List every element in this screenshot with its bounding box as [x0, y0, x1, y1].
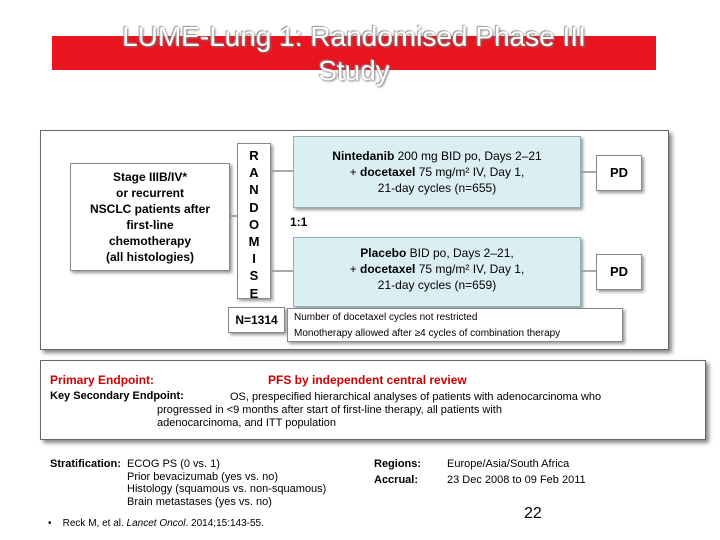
pd-box-arm1: PD [596, 155, 642, 191]
randomise-letter: S [249, 268, 259, 284]
reference-journal: Lancet Oncol [126, 518, 186, 529]
randomise-letter: I [252, 251, 256, 267]
population-line: (all histologies) [105, 250, 194, 264]
stratification-item: Prior bevacizumab (yes vs. no) [127, 470, 278, 483]
randomise-letter: A [249, 165, 259, 181]
population-line: or recurrent [115, 186, 185, 200]
total-n-box: N=1314 [228, 307, 285, 333]
stratification-label: Stratification: [50, 458, 121, 470]
arm2-line1: Placebo BID po, Days 2–21, [360, 246, 514, 260]
bullet-icon: • [48, 518, 52, 529]
slide-title-line1: LUME-Lung 1: Randomised Phase III [122, 21, 586, 52]
secondary-endpoint-label: Key Secondary Endpoint: [50, 390, 184, 402]
arm1-line1: Nintedanib 200 mg BID po, Days 2–21 [332, 149, 542, 163]
note-line1: Number of docetaxel cycles not restricte… [294, 312, 478, 323]
stratification-item: Histology (squamous vs. non-squamous) [127, 483, 327, 495]
regions-label: Regions: [374, 458, 422, 470]
population-line: NSCLC patients after [89, 202, 211, 216]
secondary-endpoint-line3: adenocarcinoma, and ITT population [157, 417, 336, 429]
slide-title: LUME-Lung 1: Randomised Phase III Study [52, 20, 656, 88]
docetaxel-note-box: Number of docetaxel cycles not restricte… [287, 308, 623, 342]
arm1-drug: Nintedanib [332, 149, 395, 163]
arm2-line2: + docetaxel 75 mg/m² IV, Day 1, [349, 262, 525, 276]
population-line: Stage IIIB/IV* [112, 170, 188, 184]
randomise-letter: M [248, 234, 260, 250]
accrual-value: 23 Dec 2008 to 09 Feb 2011 [447, 474, 586, 486]
primary-endpoint-label: Primary Endpoint: [50, 373, 155, 387]
population-line: first-line [126, 218, 174, 232]
arm1-line2: + docetaxel 75 mg/m² IV, Day 1, [349, 165, 525, 179]
reference-citation: • Reck M, et al. Lancet Oncol. 2014;15:1… [48, 518, 264, 529]
endpoints-box [40, 360, 706, 440]
arm2-line3: 21-day cycles (n=659) [377, 278, 497, 292]
pd-box-arm2: PD [596, 254, 642, 290]
randomisation-ratio: 1:1 [290, 215, 308, 229]
note-line2: Monotherapy allowed after ≥4 cycles of c… [294, 328, 561, 339]
regions-value: Europe/Asia/South Africa [447, 458, 570, 470]
randomise-letter: R [249, 148, 259, 163]
arm-nintedanib-box: Nintedanib 200 mg BID po, Days 2–21 + do… [293, 136, 581, 208]
secondary-endpoint-line2: progressed in <9 months after start of f… [157, 404, 502, 416]
randomise-letter: E [249, 285, 259, 301]
stratification-item: Brain metastases (yes vs. no) [127, 495, 272, 508]
stratification-list: ECOG PS (0 vs. 1)Prior bevacizumab (yes … [127, 458, 326, 508]
randomise-letter: O [248, 216, 260, 232]
arm2-drug: Placebo [360, 246, 407, 260]
slide-title-line2: Study [318, 55, 390, 86]
arm1-line3: 21-day cycles (n=655) [377, 181, 497, 195]
population-line: chemotherapy [108, 234, 192, 248]
title-bar [52, 36, 656, 70]
randomise-letter: N [249, 182, 259, 198]
randomise-letter: D [249, 199, 259, 215]
primary-endpoint-value: PFS by independent central review [268, 373, 467, 387]
arm-placebo-box: Placebo BID po, Days 2–21, + docetaxel 7… [293, 237, 581, 307]
accrual-label: Accrual: [374, 474, 419, 486]
stratification-item: ECOG PS (0 vs. 1) [127, 458, 220, 470]
secondary-endpoint-line1: OS, prespecified hierarchical analyses o… [230, 391, 602, 403]
page-number: 22 [524, 505, 542, 522]
